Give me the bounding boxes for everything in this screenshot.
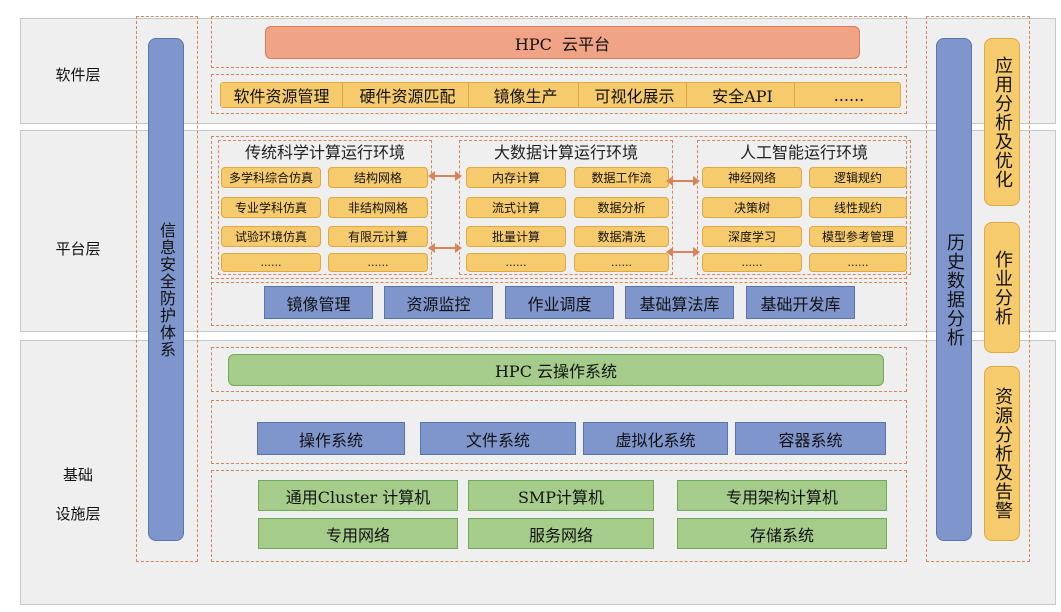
hardware-frame — [211, 470, 907, 562]
history-data-analysis-label: 历史数据分析 — [944, 232, 965, 347]
double-arrow-icon — [666, 176, 700, 186]
app-analysis-label: 应用分析及优化 — [992, 55, 1013, 189]
security-column-frame — [136, 16, 198, 562]
platform-service: 基础算法库 — [625, 286, 734, 319]
env-item: 批量计算 — [466, 226, 566, 247]
system-software-item: 容器系统 — [735, 422, 886, 455]
job-analysis-panel: 作业分析 — [984, 222, 1020, 353]
platform-services-frame — [211, 282, 907, 326]
env-item: ...... — [466, 253, 566, 272]
infra-layer-label-line2: 设施层 — [55, 505, 101, 523]
traditional-computing-title: 传统科学计算运行环境 — [244, 143, 405, 162]
env-item: ...... — [702, 253, 802, 272]
history-data-analysis-bar: 历史数据分析 — [936, 38, 972, 541]
env-item: 数据工作流 — [574, 167, 669, 188]
hpc-cloud-os: HPC 云操作系统 — [228, 354, 884, 386]
resource-analysis-label: 资源分析及告警 — [992, 387, 1013, 520]
analysis-column-frame — [926, 16, 1030, 562]
system-software-item: 虚拟化系统 — [583, 422, 728, 455]
env-item: 专业学科仿真 — [221, 197, 321, 218]
env-item: ...... — [328, 253, 428, 272]
hardware-item: 服务网络 — [468, 518, 654, 549]
system-software-item: 操作系统 — [257, 422, 405, 455]
infra-layer-label-line1: 基础 — [62, 466, 93, 484]
double-arrow-icon — [666, 247, 700, 257]
env-item: 结构网格 — [328, 167, 428, 188]
hardware-item: 专用网络 — [258, 518, 458, 549]
env-item: 有限元计算 — [328, 226, 428, 247]
job-analysis-label: 作业分析 — [992, 249, 1013, 326]
bigdata-computing-title: 大数据计算运行环境 — [493, 143, 638, 162]
software-services-frame — [211, 74, 907, 114]
software-layer-label: 软件层 — [55, 66, 101, 84]
security-system-bar: 信息安全防护体系 — [148, 38, 184, 541]
software-item: 软件资源管理 — [221, 83, 343, 107]
double-arrow-icon — [428, 171, 462, 181]
env-item: 多学科综合仿真 — [221, 167, 321, 188]
hpc-cloud-platform: HPC 云平台 — [265, 26, 860, 59]
platform-service: 镜像管理 — [264, 286, 373, 319]
software-item: 硬件资源匹配 — [347, 83, 469, 107]
env-item: 模型参考管理 — [809, 226, 907, 247]
platform-service: 基础开发库 — [746, 286, 855, 319]
env-item: 线性规约 — [809, 197, 907, 218]
security-system-label: 信息安全防护体系 — [157, 221, 176, 358]
traditional-computing-frame — [218, 140, 432, 275]
env-item: 决策树 — [702, 197, 802, 218]
software-item: 镜像生产 — [473, 83, 579, 107]
software-item: 安全API — [691, 83, 795, 107]
hardware-item: 存储系统 — [677, 518, 887, 549]
system-software-frame — [211, 400, 907, 464]
env-item: 试验环境仿真 — [221, 226, 321, 247]
software-item: 可视化展示 — [583, 83, 687, 107]
bigdata-computing-frame — [459, 140, 673, 275]
hardware-item: 通用Cluster 计算机 — [258, 480, 458, 511]
env-item: 非结构网格 — [328, 197, 428, 218]
env-item: 数据清洗 — [574, 226, 669, 247]
env-item: 逻辑规约 — [809, 167, 907, 188]
software-item: ...... — [799, 83, 899, 107]
app-analysis-panel: 应用分析及优化 — [984, 38, 1020, 206]
hardware-item: SMP计算机 — [468, 480, 654, 511]
env-item: ...... — [809, 253, 907, 272]
env-item: ...... — [221, 253, 321, 272]
env-item: 数据分析 — [574, 197, 669, 218]
cloud-os-frame — [211, 347, 907, 392]
system-software-item: 文件系统 — [420, 422, 576, 455]
platform-service: 作业调度 — [505, 286, 614, 319]
hardware-item: 专用架构计算机 — [677, 480, 887, 511]
env-item: 神经网络 — [702, 167, 802, 188]
resource-analysis-panel: 资源分析及告警 — [984, 366, 1020, 541]
cloud-platform-frame — [211, 16, 907, 68]
env-item: 内存计算 — [466, 167, 566, 188]
platform-service: 资源监控 — [384, 286, 493, 319]
env-item: ...... — [574, 253, 669, 272]
platform-layer-label: 平台层 — [55, 240, 101, 258]
ai-environment-frame — [697, 140, 911, 275]
ai-environment-title: 人工智能运行环境 — [739, 143, 868, 162]
env-item: 深度学习 — [702, 226, 802, 247]
double-arrow-icon — [428, 243, 462, 253]
env-item: 流式计算 — [466, 197, 566, 218]
